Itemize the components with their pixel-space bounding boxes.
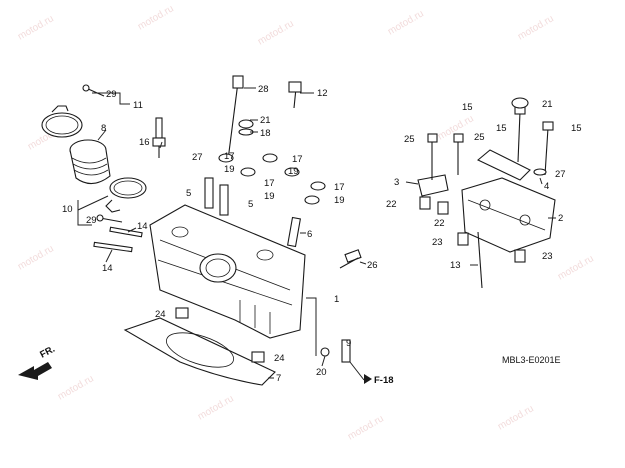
stud-13 <box>477 231 483 289</box>
callout-15: 15 <box>462 102 473 113</box>
diagram-code: MBL3-E0201E <box>502 355 561 365</box>
ref-f18: F-18 <box>364 374 394 386</box>
dowel-pins-14 <box>93 226 143 253</box>
callout-21: 21 <box>260 115 271 126</box>
ref-label: F-18 <box>374 375 394 386</box>
callout-12: 12 <box>317 88 328 99</box>
collars-22-23 <box>419 196 526 263</box>
front-arrow: FR. <box>18 344 57 380</box>
callout-2: 2 <box>558 213 563 224</box>
callout-17: 17 <box>292 154 303 165</box>
callout-19: 19 <box>334 195 345 206</box>
rocker-arms-3 <box>417 174 449 197</box>
callout-16: 16 <box>139 137 150 148</box>
watermark: motod.ru <box>556 253 596 282</box>
callout-3: 3 <box>394 177 399 188</box>
bolts-25-15 <box>427 105 554 180</box>
watermark: motod.ru <box>16 13 56 42</box>
watermark: motod.ru <box>516 13 556 42</box>
insulator-boot <box>69 139 111 185</box>
front-arrow-label: FR. <box>38 344 57 361</box>
watermark: motod.ru <box>56 373 96 402</box>
rocker-shaft-bridge <box>476 149 531 181</box>
watermark: motod.ru <box>16 243 56 272</box>
callout-13: 13 <box>450 260 461 271</box>
callout-7: 7 <box>276 373 281 384</box>
callout-6: 6 <box>307 229 312 240</box>
callout-22: 22 <box>434 218 445 229</box>
plug-20 <box>320 339 351 363</box>
callout-8: 8 <box>101 123 106 134</box>
callout-23: 23 <box>432 237 443 248</box>
callout-27: 27 <box>192 152 203 163</box>
watermark: motod.ru <box>136 3 176 32</box>
screw-29-top <box>82 84 105 97</box>
spark-plug-right <box>339 249 362 269</box>
callout-14: 14 <box>137 221 148 232</box>
dowel-24 <box>175 307 265 363</box>
head-gasket <box>123 317 276 386</box>
watermark: motod.ru <box>346 413 386 442</box>
callout-5: 5 <box>186 188 191 199</box>
callout-17: 17 <box>264 178 275 189</box>
spark-plug-left <box>152 117 166 158</box>
callout-17: 17 <box>224 151 235 162</box>
callout-29: 29 <box>106 89 117 100</box>
callout-19: 19 <box>288 166 299 177</box>
callout-5: 5 <box>248 199 253 210</box>
watermark: motod.ru <box>256 18 296 47</box>
screw-29-bottom <box>96 214 123 223</box>
cylinder-head <box>149 204 306 339</box>
callout-29: 29 <box>86 215 97 226</box>
callout-26: 26 <box>367 260 378 271</box>
nut-21-right <box>511 97 529 109</box>
watermark: motod.ru <box>196 393 236 422</box>
callout-24: 24 <box>274 353 285 364</box>
callout-22: 22 <box>386 199 397 210</box>
callout-1: 1 <box>334 294 339 305</box>
callout-9: 9 <box>346 338 351 349</box>
leader-lines <box>77 87 556 381</box>
rocker-holder <box>461 177 556 253</box>
callout-20: 20 <box>316 367 327 378</box>
callout-25: 25 <box>474 132 485 143</box>
callout-21: 21 <box>542 99 553 110</box>
clamp-top <box>41 105 83 138</box>
callout-15: 15 <box>496 123 507 134</box>
nuts-washers-center <box>218 119 326 205</box>
watermark: motod.ru <box>496 403 536 432</box>
valve-guides <box>204 177 302 248</box>
callout-18: 18 <box>260 128 271 139</box>
callout-28: 28 <box>258 84 269 95</box>
callout-25: 25 <box>404 134 415 145</box>
callout-24: 24 <box>155 309 166 320</box>
callout-4: 4 <box>544 181 549 192</box>
callout-14: 14 <box>102 263 113 274</box>
callout-27: 27 <box>555 169 566 180</box>
callout-17: 17 <box>334 182 345 193</box>
stud-bolts <box>227 75 302 161</box>
washer-27-right <box>533 168 547 176</box>
callout-19: 19 <box>264 191 275 202</box>
callout-15: 15 <box>571 123 582 134</box>
callout-23: 23 <box>542 251 553 262</box>
callout-11: 11 <box>133 100 143 111</box>
callout-19: 19 <box>224 164 235 175</box>
clamp-bottom <box>105 177 147 213</box>
watermark: motod.ru <box>386 8 426 37</box>
callout-numbers: 29 11 8 10 29 14 14 16 28 12 21 18 27 17… <box>62 84 582 384</box>
callout-10: 10 <box>62 204 73 215</box>
